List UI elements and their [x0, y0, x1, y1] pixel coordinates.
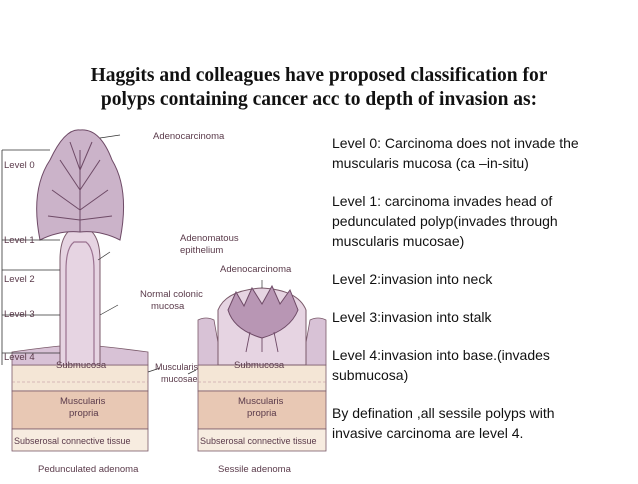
label-adenocarcinoma-top: Adenocarcinoma — [153, 131, 225, 142]
right-mucosa-left — [197, 317, 223, 366]
label-muscularis-propria-left-2: propria — [69, 408, 99, 419]
level-0-description: Level 0: Carcinoma does not invade the m… — [332, 135, 579, 171]
slide-title-line-1: Haggits and colleagues have proposed cla… — [90, 65, 548, 86]
sessile-carcinoma — [227, 284, 299, 339]
label-adenomatous-1: Adenomatous — [180, 233, 239, 244]
pedunculated-adenoma-figure — [1, 129, 161, 452]
level-label: Level 4 — [4, 352, 35, 363]
level-labels: Level 0 Level 1 Level 2 Level 3 Level 4 — [4, 160, 35, 363]
label-muscularis-mucosae-2: mucosae — [161, 374, 198, 384]
label-muscularis-propria-right-1: Muscularis — [238, 396, 284, 407]
sessile-adenoma-figure — [187, 280, 327, 452]
right-muscularis-layer — [197, 390, 327, 430]
slide-title: Haggits and colleagues have proposed cla… — [0, 64, 638, 112]
level-2-description: Level 2:invasion into neck — [332, 271, 493, 287]
label-subserosal-left: Subserosal connective tissue — [14, 436, 131, 446]
caption-pedunculated: Pedunculated adenoma — [38, 464, 139, 475]
label-muscularis-propria-right-2: propria — [247, 408, 277, 419]
level-label: Level 0 — [4, 160, 35, 171]
level-label: Level 2 — [4, 274, 35, 285]
label-muscularis-propria-left-1: Muscularis — [60, 396, 106, 407]
level-3-description: Level 3:invasion into stalk — [332, 309, 492, 325]
right-mucosa-right — [301, 317, 327, 366]
left-muscularis-layer — [11, 390, 149, 430]
label-normal-mucosa-1: Normal colonic — [140, 289, 203, 300]
sessile-polyp-note: By defination ,all sessile polyps with i… — [332, 405, 555, 441]
label-adenomatous-2: epithelium — [180, 245, 223, 256]
level-1-description: Level 1: carcinoma invades head of pedun… — [332, 193, 558, 249]
right-serosa-layer — [197, 428, 327, 452]
classification-text: Level 0: Carcinoma does not invade the m… — [332, 133, 632, 443]
label-muscularis-mucosae-1: Muscularis — [155, 362, 199, 372]
level-label: Level 3 — [4, 309, 35, 320]
label-submucosa-left: Submucosa — [56, 360, 107, 371]
haggitt-diagram: Level 0 Level 1 Level 2 Level 3 Level 4 … — [0, 120, 330, 479]
label-subserosal-right: Subserosal connective tissue — [200, 436, 317, 446]
label-adenocarcinoma-sessile: Adenocarcinoma — [220, 264, 292, 275]
left-submucosa-layer — [11, 364, 149, 392]
label-normal-mucosa-2: mucosa — [151, 301, 185, 312]
haggitt-diagram-svg: Level 0 Level 1 Level 2 Level 3 Level 4 … — [1, 129, 327, 475]
label-submucosa-right: Submucosa — [234, 360, 285, 371]
level-label: Level 1 — [4, 235, 35, 246]
level-4-description: Level 4:invasion into base.(invades subm… — [332, 347, 550, 383]
slide-title-line-2: polyps containing cancer acc to depth of… — [100, 89, 538, 110]
caption-sessile: Sessile adenoma — [218, 464, 292, 475]
left-serosa-layer — [11, 428, 149, 452]
